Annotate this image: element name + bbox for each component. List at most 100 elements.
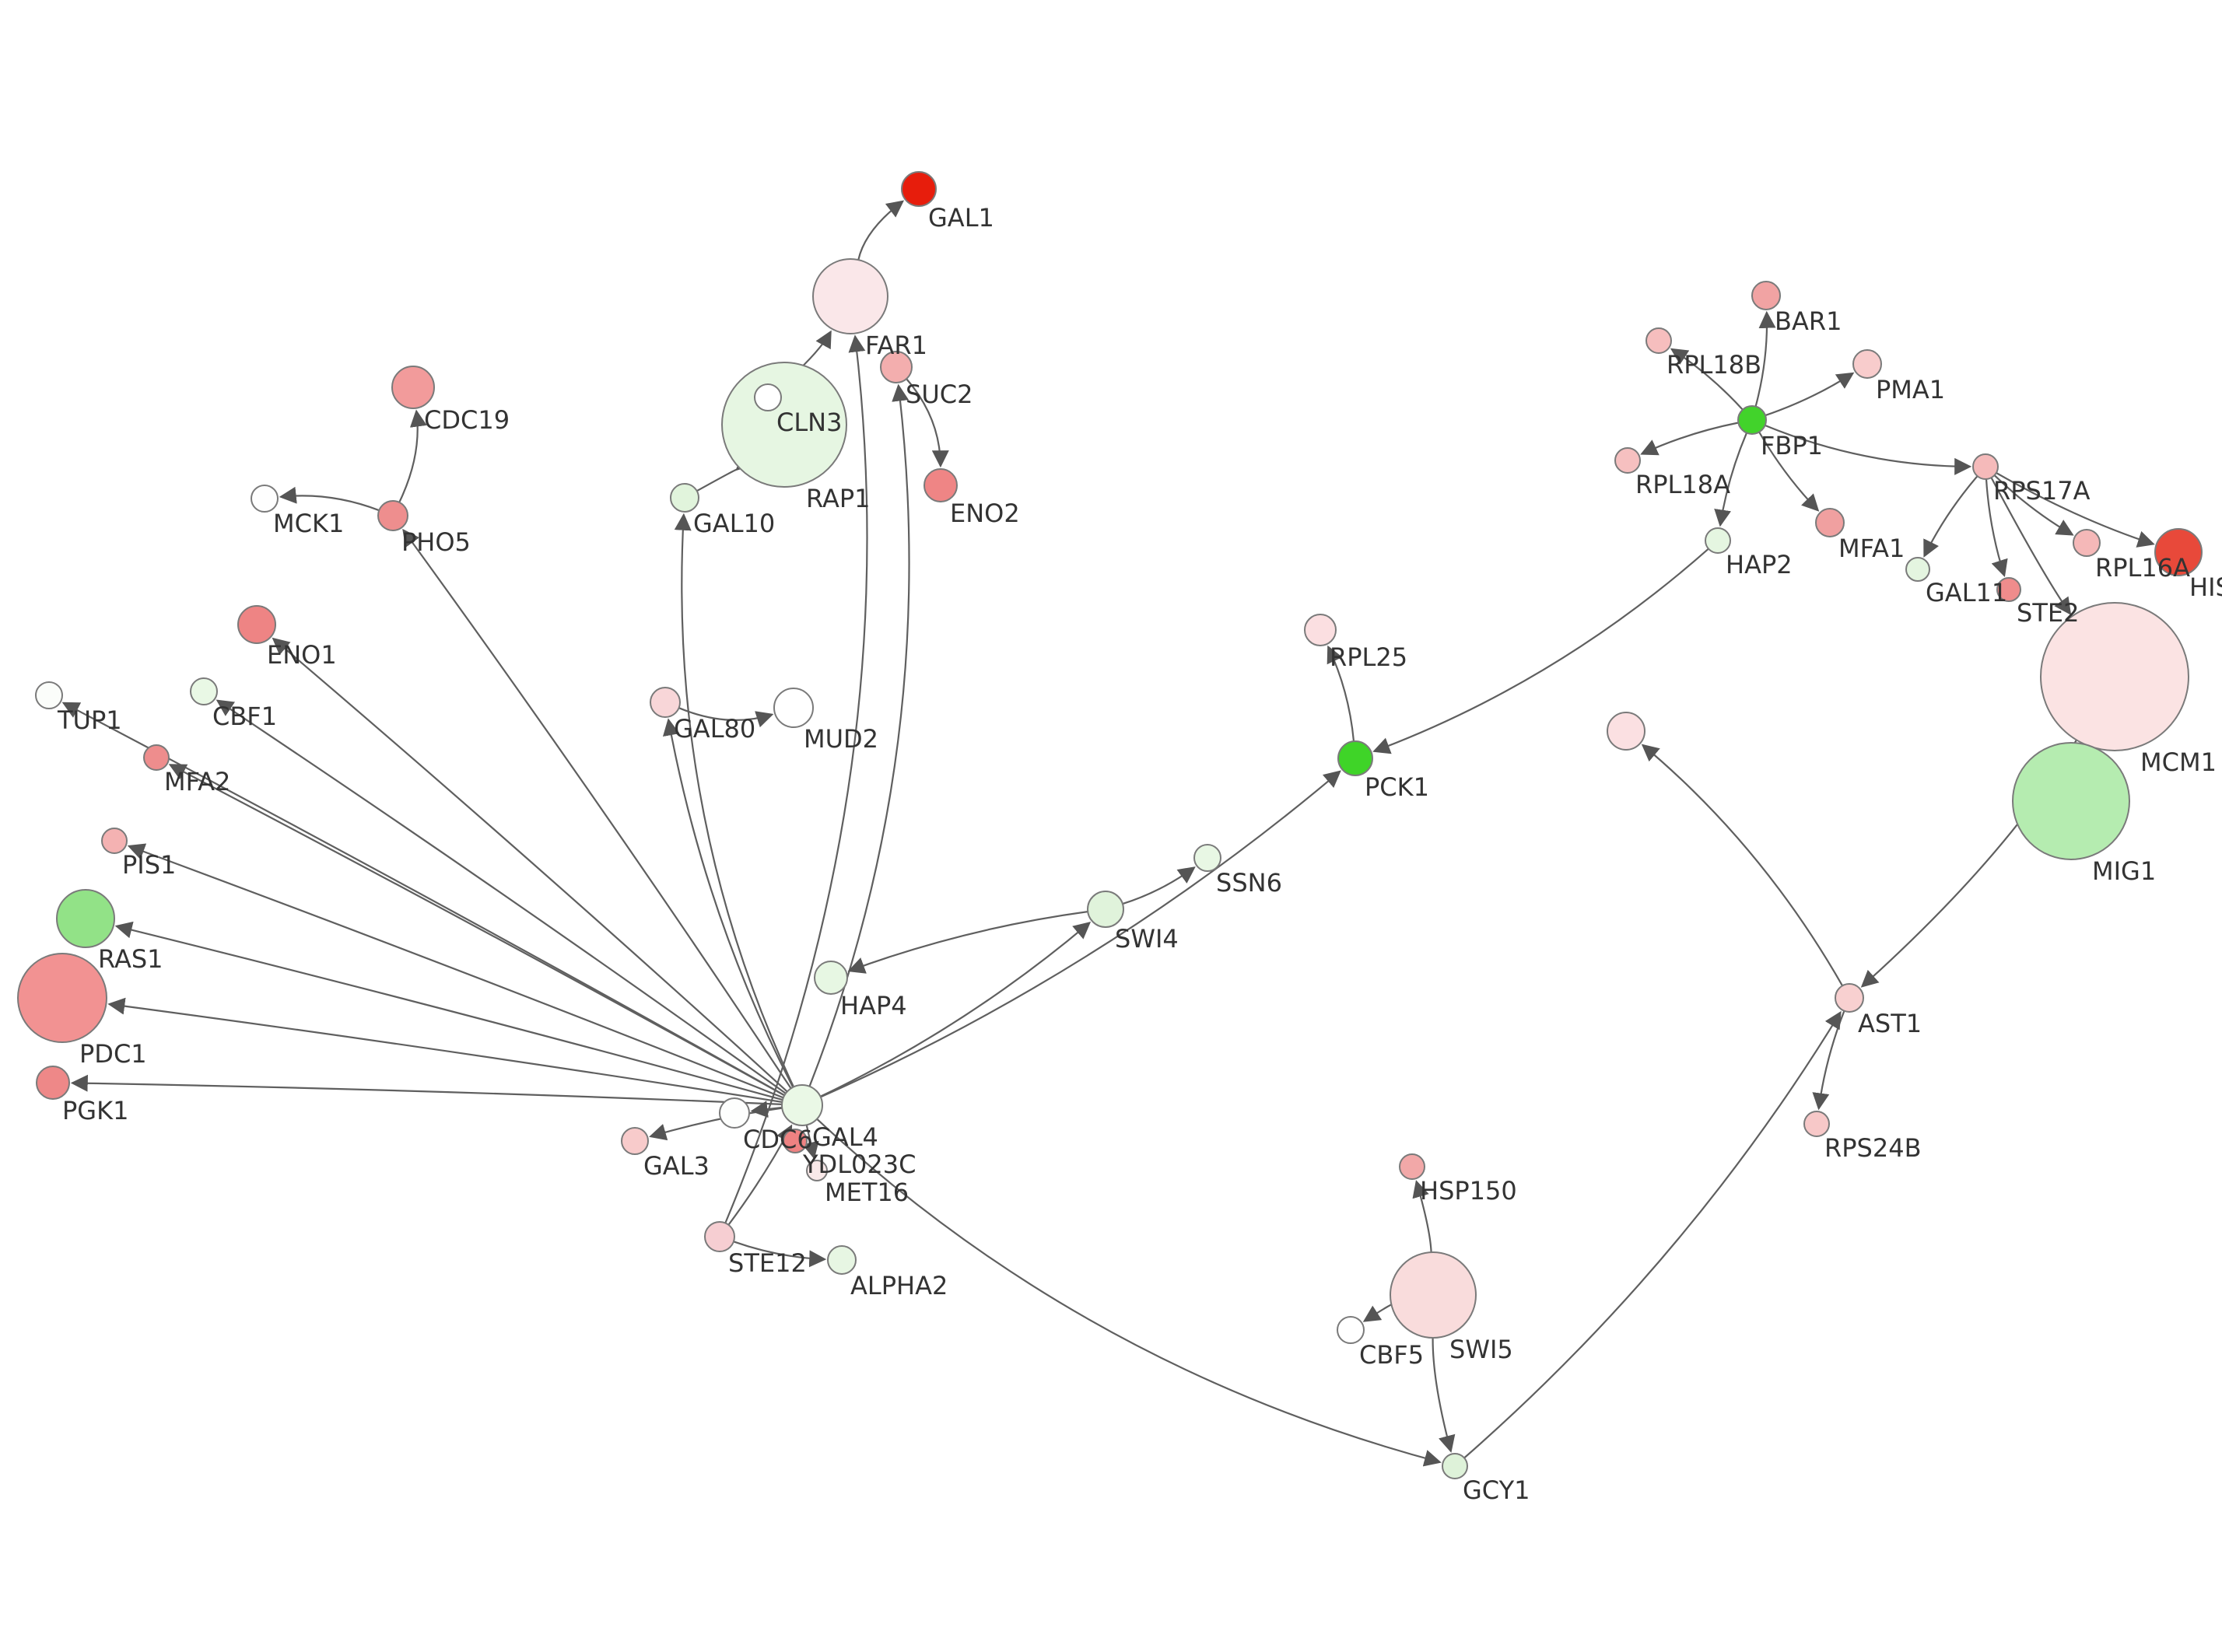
edge-SWI5-GCY1[interactable] (1432, 1337, 1456, 1453)
node-AST1[interactable] (1835, 983, 1864, 1013)
node-SWI5[interactable] (1390, 1251, 1477, 1339)
node-RPS24B[interactable] (1803, 1111, 1830, 1137)
edge-FBP1-MFA1[interactable] (1758, 431, 1820, 512)
edge-RPS17A-RPL16A[interactable] (1993, 474, 2074, 536)
edge-GAL4-PGK1[interactable] (70, 1074, 783, 1105)
node-HIS4[interactable] (2154, 528, 2203, 576)
node-PDC1[interactable] (17, 953, 107, 1043)
edge-FBP1-RPL18A[interactable] (1640, 422, 1739, 456)
edge-RPS17A-GAL11[interactable] (1923, 475, 1978, 558)
node-GAL10[interactable] (670, 483, 699, 513)
node-GAL3[interactable] (621, 1127, 649, 1155)
node-RPL16A[interactable] (2073, 529, 2101, 557)
node-CDC19[interactable] (391, 366, 435, 409)
edge-AST1-NODE_U[interactable] (1641, 744, 1844, 986)
node-MCM1[interactable] (2040, 602, 2189, 751)
edge-GAL4-PDC1[interactable] (107, 997, 783, 1103)
edge-FBP1-RPL18B[interactable] (1670, 348, 1744, 411)
node-YDL023C[interactable] (783, 1129, 808, 1153)
node-ENO2[interactable] (923, 468, 958, 502)
node-MFA2[interactable] (143, 744, 170, 771)
node-CBF5[interactable] (1337, 1316, 1365, 1344)
node-GAL1[interactable] (901, 171, 937, 207)
node-PHO5[interactable] (377, 500, 408, 531)
node-CDC6[interactable] (719, 1097, 750, 1129)
edge-FBP1-HAP2[interactable] (1714, 432, 1748, 527)
edge-GAL4-PIS1[interactable] (127, 843, 784, 1099)
edge-RPS17A-STE2[interactable] (1985, 478, 2008, 577)
edge-STE12-FAR1[interactable] (724, 334, 868, 1223)
edge-GAL4-SWI4[interactable] (820, 921, 1092, 1097)
edge-SWI4-SSN6[interactable] (1122, 866, 1196, 905)
edge-HAP2-PCK1[interactable] (1372, 548, 1709, 754)
node-PIS1[interactable] (101, 828, 128, 854)
edge-PHO5-MCK1[interactable] (279, 486, 380, 512)
node-RAS1[interactable] (56, 889, 115, 948)
edge-SWI5-HSP150[interactable] (1412, 1180, 1432, 1253)
node-CBF1[interactable] (190, 677, 218, 705)
node-BAR1[interactable] (1751, 281, 1781, 310)
edge-FBP1-RPS17A[interactable] (1765, 424, 1972, 475)
node-RPL18A[interactable] (1614, 447, 1641, 474)
node-SWI4[interactable] (1087, 891, 1124, 928)
edge-GAL4-GAL80[interactable] (662, 718, 794, 1088)
edge-RPS17A-MCM1[interactable] (1990, 477, 2072, 615)
node-HAP4[interactable] (814, 961, 848, 995)
edge-GAL4-MET16[interactable] (802, 1125, 819, 1160)
node-HAP2[interactable] (1705, 527, 1731, 554)
node-MET16[interactable] (806, 1160, 828, 1181)
node-FAR1[interactable] (812, 258, 888, 334)
edge-GAL80-MUD2[interactable] (678, 707, 774, 728)
node-HSP150[interactable] (1399, 1153, 1425, 1180)
edge-PCK1-RPL25[interactable] (1327, 645, 1355, 742)
node-SUC2[interactable] (880, 351, 913, 383)
edge-FBP1-PMA1[interactable] (1765, 372, 1855, 417)
edge-GAL4-RAS1[interactable] (114, 921, 783, 1101)
node-MFA1[interactable] (1815, 508, 1845, 537)
node-PGK1[interactable] (36, 1066, 70, 1100)
node-MUD2[interactable] (773, 688, 814, 728)
edge-GAL4-ENO1[interactable] (272, 637, 788, 1093)
node-ENO1[interactable] (237, 605, 276, 644)
node-label-RAS1: RAS1 (98, 944, 163, 974)
node-MCK1[interactable] (251, 485, 279, 513)
node-CLN3[interactable] (754, 383, 782, 411)
edge-GAL4-PCK1[interactable] (820, 770, 1341, 1098)
edge-FAR1-GAL1[interactable] (857, 200, 905, 261)
edge-SWI4-HAP4[interactable] (847, 911, 1088, 974)
node-NODE_U[interactable] (1607, 712, 1645, 751)
edge-GAL4-MFA2[interactable] (168, 764, 785, 1097)
node-RPS17A[interactable] (1972, 453, 1999, 480)
edge-SWI5-CBF5[interactable] (1362, 1304, 1392, 1322)
edge-GAL4-GCY1[interactable] (816, 1118, 1442, 1467)
node-RPL25[interactable] (1304, 614, 1337, 646)
node-RAP1[interactable] (721, 362, 847, 488)
node-TUP1[interactable] (35, 681, 63, 709)
edge-GAL4-GAL10[interactable] (674, 513, 794, 1087)
edge-FBP1-BAR1[interactable] (1754, 310, 1776, 407)
node-PCK1[interactable] (1337, 740, 1373, 776)
edge-SUC2-ENO2[interactable] (906, 378, 949, 468)
node-ALPHA2[interactable] (827, 1245, 857, 1275)
node-PMA1[interactable] (1852, 349, 1882, 379)
node-FBP1[interactable] (1737, 405, 1767, 435)
edge-STE12-ALPHA2[interactable] (733, 1241, 827, 1268)
edge-PHO5-CDC19[interactable] (398, 409, 427, 503)
node-GAL11[interactable] (1905, 557, 1930, 582)
node-SSN6[interactable] (1193, 844, 1221, 872)
node-MIG1[interactable] (2012, 742, 2130, 860)
edge-GAL4-PHO5[interactable] (402, 528, 792, 1089)
edge-RPS17A-HIS4[interactable] (1996, 472, 2155, 548)
node-STE2[interactable] (1996, 577, 2021, 602)
node-GCY1[interactable] (1442, 1453, 1468, 1479)
edge-GAL4-TUP1[interactable] (61, 702, 785, 1097)
node-STE12[interactable] (704, 1221, 735, 1252)
node-RPL18B[interactable] (1645, 327, 1672, 354)
edge-GAL10-RAP1[interactable] (696, 453, 754, 492)
node-GAL80[interactable] (650, 687, 681, 718)
edge-GAL4-CBF1[interactable] (216, 699, 787, 1094)
edge-GAL4-CDC6[interactable] (750, 1101, 783, 1118)
edge-GCY1-AST1[interactable] (1463, 1010, 1842, 1459)
node-GAL4[interactable] (781, 1084, 823, 1126)
